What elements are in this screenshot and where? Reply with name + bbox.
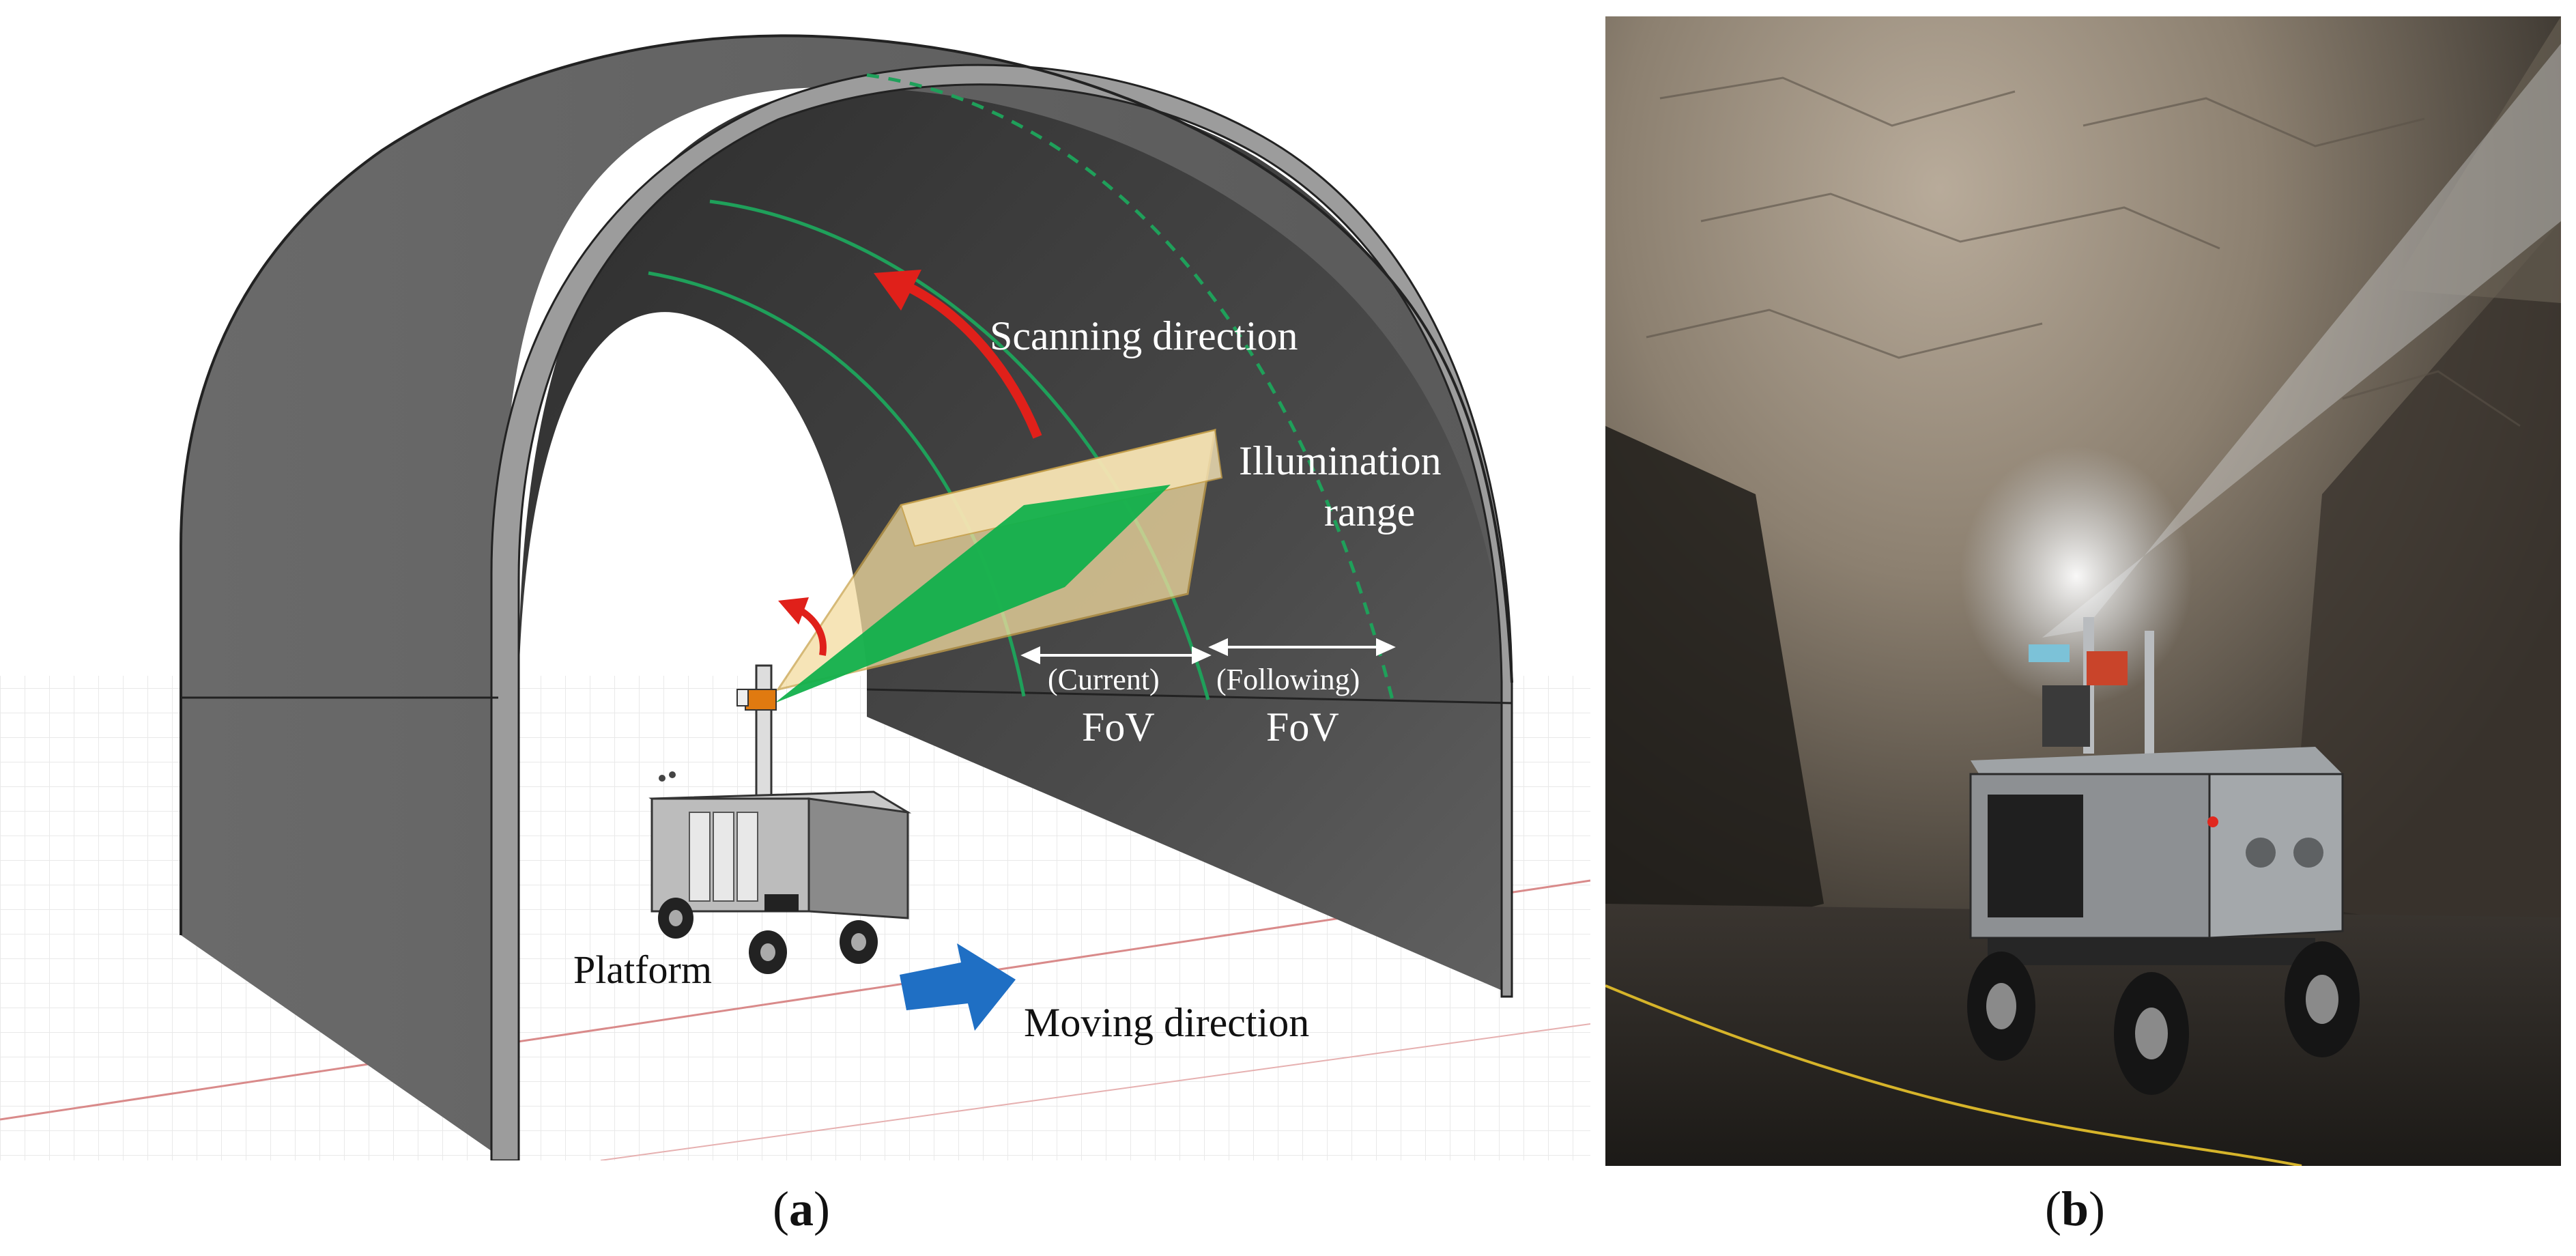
scanning-direction-label: Scanning direction — [990, 313, 1298, 358]
moving-direction-label: Moving direction — [1024, 1000, 1309, 1045]
field-photograph — [1605, 16, 2561, 1166]
caption-b: (b) — [2045, 1182, 2106, 1236]
scan-line-following — [866, 73, 1394, 700]
photo-canvas — [1605, 16, 2561, 1166]
rock-wall-left-shadow — [1605, 426, 1824, 958]
tunnel-scanning-diagram: Scanning direction Illumination range (C… — [0, 34, 1590, 1160]
tunnel-outer-shell — [181, 35, 1508, 1160]
current-label: (Current) — [1048, 663, 1160, 696]
yellow-cable — [1605, 984, 2302, 1166]
caption-a: (a) — [773, 1182, 830, 1236]
fov-triangle — [775, 485, 1171, 703]
fov-current-label: FoV — [1082, 704, 1155, 750]
robot-platform-photo — [1967, 617, 2360, 1095]
fov-dimension-arrows — [1020, 638, 1396, 665]
illumination-label-line1: Illumination — [1239, 438, 1442, 483]
fov-following-label: FoV — [1266, 704, 1339, 750]
platform-robot — [648, 664, 912, 974]
scanning-direction-arrow — [905, 282, 1042, 439]
tunnel-front-rim — [490, 63, 1513, 1160]
diagram-canvas: Scanning direction Illumination range (C… — [0, 34, 1590, 1160]
illumination-label-line2: range — [1324, 489, 1415, 534]
platform-label: Platform — [573, 947, 712, 992]
following-label: (Following) — [1216, 663, 1360, 696]
rock-texture — [1646, 76, 2521, 427]
rock-wall-right — [2288, 221, 2561, 945]
moving-direction-arrow — [900, 943, 1016, 1031]
